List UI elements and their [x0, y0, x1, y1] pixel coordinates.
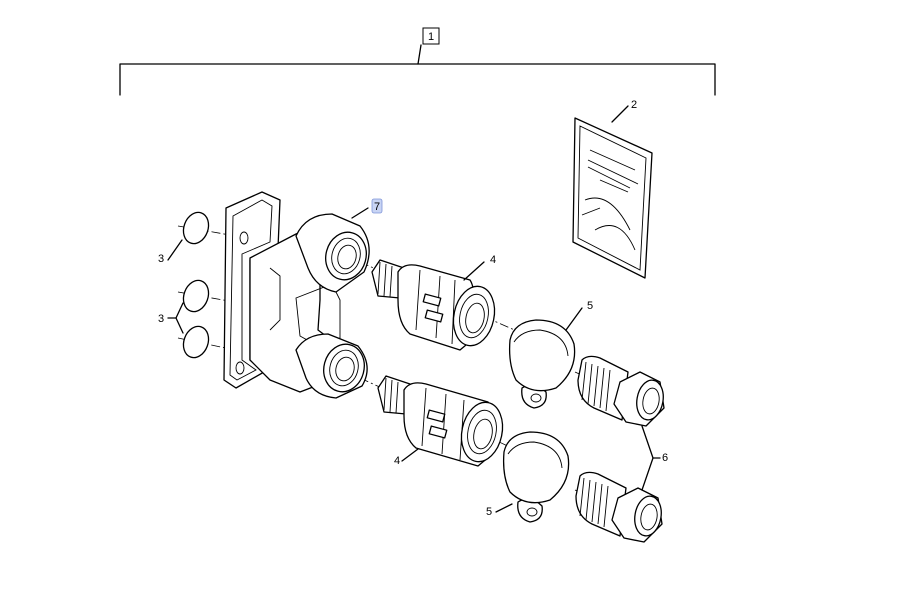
callout-2-label[interactable]: 2 [631, 99, 637, 111]
callout-4-lower-label[interactable]: 4 [394, 455, 400, 467]
callout-3-upper-label[interactable]: 3 [158, 253, 164, 265]
o-ring-bottom[interactable] [179, 323, 212, 361]
callout-5-upper-label[interactable]: 5 [587, 300, 593, 312]
callout-3-lower-label[interactable]: 3 [158, 313, 164, 325]
callout-7-highlight [371, 198, 383, 214]
operator-manual[interactable] [572, 117, 653, 279]
quick-coupler-upper[interactable] [371, 259, 500, 351]
callout-6-label[interactable]: 6 [662, 452, 668, 464]
callout-4-upper-label[interactable]: 4 [490, 254, 496, 266]
adapter-fitting-lower[interactable] [575, 471, 664, 543]
o-ring-top[interactable] [179, 209, 212, 247]
o-ring-middle[interactable] [179, 277, 212, 315]
callout-5-lower-label[interactable]: 5 [486, 506, 492, 518]
adapter-fitting-upper[interactable] [577, 355, 666, 427]
quick-coupler-lower[interactable] [377, 375, 508, 467]
callout-7-label[interactable]: 7 [374, 201, 380, 213]
dust-cap-upper[interactable] [508, 319, 576, 409]
callout-1-label[interactable]: 1 [428, 31, 434, 43]
manifold-block[interactable] [223, 191, 372, 399]
dust-cap-lower[interactable] [502, 431, 570, 523]
assembly-bracket: 1 [119, 27, 716, 96]
